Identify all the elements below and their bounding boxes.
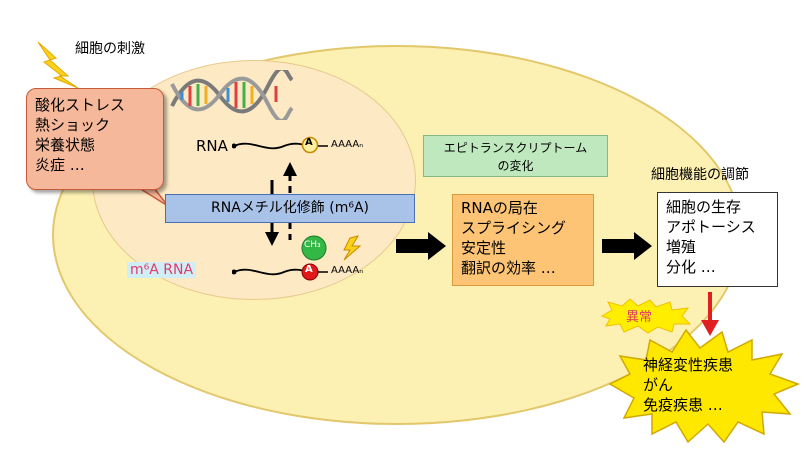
cell-function-item: 増殖 [666, 238, 697, 256]
stimulus-item: 熱ショック [35, 116, 111, 134]
disease-list: 神経変性疾患 がん 免疫疾患 … [643, 355, 733, 415]
stimulus-item: 酸化ストレス [35, 96, 126, 114]
cell-function-item: アポトーシス [666, 218, 756, 236]
rna-change-item: 翻訳の効率 … [461, 259, 556, 277]
methylation-box: RNAメチル化修飾 (m⁶A) [165, 194, 415, 223]
m6a-rna-strand [232, 263, 328, 281]
epitranscriptome-box: エピトランスクリプトーム の変化 [423, 135, 608, 177]
methyl-label: CH₃ [304, 240, 321, 250]
epitranscriptome-line1: エピトランスクリプトーム [443, 141, 588, 155]
adenosine-marker: A [305, 137, 313, 148]
rna-change-item: 安定性 [461, 239, 507, 257]
stimulus-item: 炎症 … [35, 156, 85, 174]
rna-label: RNA [196, 137, 228, 155]
arrow-to-diseases [701, 292, 719, 336]
rna-changes-box: RNAの局在 スプライシング 安定性 翻訳の効率 … [452, 194, 594, 286]
cell-function-title: 細胞機能の調節 [651, 167, 749, 183]
disease-item: がん [643, 376, 674, 394]
arrow-to-changes [396, 232, 446, 260]
methylation-label: RNAメチル化修飾 (m⁶A) [211, 200, 369, 216]
abnormal-label: 異常 [626, 310, 653, 325]
rna-strand [232, 136, 328, 154]
poly-a-tail: AAAAₙ [331, 139, 364, 150]
lightning-icon [37, 41, 79, 89]
stimulus-title: 細胞の刺激 [75, 41, 145, 57]
rna-change-item: RNAの局在 [461, 199, 538, 217]
methylated-adenosine: A [305, 264, 313, 275]
m6a-rna-label: m⁶A RNA [127, 262, 197, 278]
epitranscriptome-line2: の変化 [497, 159, 534, 173]
stimulus-item: 栄養状態 [35, 136, 96, 154]
arrow-to-functions [602, 232, 652, 260]
cell-function-box: 細胞の生存 アポトーシス 増殖 分化 … [657, 192, 778, 287]
disease-item: 免疫疾患 … [643, 396, 723, 414]
m6a-poly-a-tail: AAAAₙ [331, 265, 364, 276]
methyl-group-icon [301, 235, 362, 261]
stimulus-box: 酸化ストレス 熱ショック 栄養状態 炎症 … [26, 88, 164, 190]
dna-helix-icon [170, 70, 294, 120]
disease-item: 神経変性疾患 [643, 356, 734, 374]
rna-change-item: スプライシング [461, 219, 567, 237]
disease-burst [608, 328, 801, 444]
cell-function-item: 細胞の生存 [666, 198, 742, 216]
cell-function-item: 分化 … [666, 258, 716, 276]
abnormal-burst [600, 298, 692, 334]
